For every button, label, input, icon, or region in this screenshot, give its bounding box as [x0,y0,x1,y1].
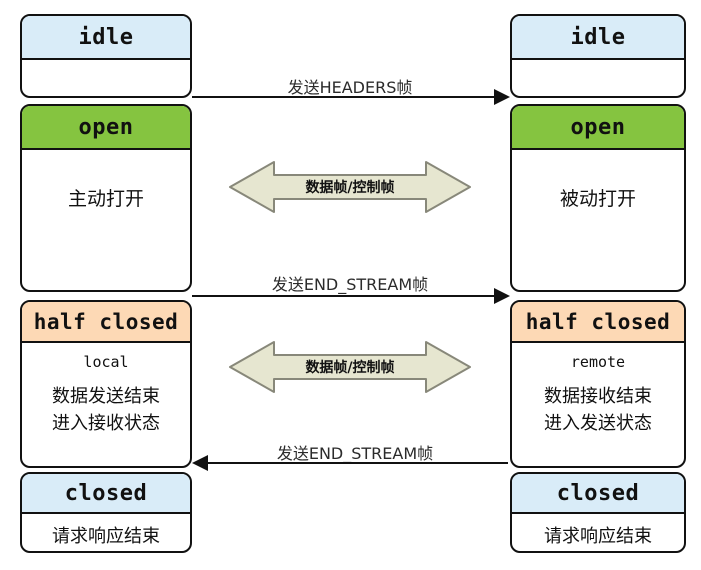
arrowhead-right-icon [494,89,510,105]
state-box-open-right: open 被动打开 [510,104,686,292]
state-box-half-closed-left: half closed local 数据发送结束 进入接收状态 [20,300,192,468]
state-box-closed-right: closed 请求响应结束 [510,472,686,553]
state-title-half-closed-left: half closed [22,302,190,343]
arrow-label-send-headers: 发送HEADERS帧 [287,78,413,97]
half-closed-mode-left: local [83,353,129,371]
state-box-closed-left: closed 请求响应结束 [20,472,192,553]
state-body-half-closed-left: local 数据发送结束 进入接收状态 [22,353,190,437]
arrow-label-send-end-stream-top: 发送END_STREAM帧 [271,275,429,294]
state-box-half-closed-right: half closed remote 数据接收结束 进入发送状态 [510,300,686,468]
state-title-open-right: open [512,106,684,150]
state-title-idle-left: idle [22,16,190,60]
state-title-idle-right: idle [512,16,684,60]
double-arrow-icon [229,161,471,213]
double-arrow-label-bottom: 数据帧/控制帧 [305,360,395,376]
state-box-idle-right: idle [510,14,686,98]
arrow-shaft [192,96,496,98]
arrow-label-send-end-stream-bottom: 发送END_STREAM帧 [276,444,434,463]
double-arrow-icon [229,341,471,393]
state-box-open-left: open 主动打开 [20,104,192,292]
state-body-half-closed-right: remote 数据接收结束 进入发送状态 [512,353,684,437]
state-body-open-right: 被动打开 [559,188,636,210]
double-arrow-label-top: 数据帧/控制帧 [305,180,395,196]
half-closed-mode-right: remote [570,353,626,371]
arrow-shaft [192,295,496,297]
half-closed-line1-left: 数据发送结束 [52,386,160,407]
arrow-shaft [208,462,508,464]
state-title-closed-right: closed [512,474,684,514]
arrowhead-left-icon [192,455,208,471]
double-arrow-data-control-bottom: 数据帧/控制帧 [228,338,472,396]
half-closed-line2-left: 进入接收状态 [52,413,160,434]
state-title-open-left: open [22,106,190,150]
arrowhead-right-icon [494,288,510,304]
half-closed-line2-right: 进入发送状态 [544,413,652,434]
state-body-closed-left: 请求响应结束 [52,526,160,547]
state-box-idle-left: idle [20,14,192,98]
state-title-closed-left: closed [22,474,190,514]
state-body-open-left: 主动打开 [67,188,144,210]
double-arrow-data-control-top: 数据帧/控制帧 [228,158,472,216]
state-body-closed-right: 请求响应结束 [544,526,652,547]
state-title-half-closed-right: half closed [512,302,684,343]
half-closed-line1-right: 数据接收结束 [544,386,652,407]
